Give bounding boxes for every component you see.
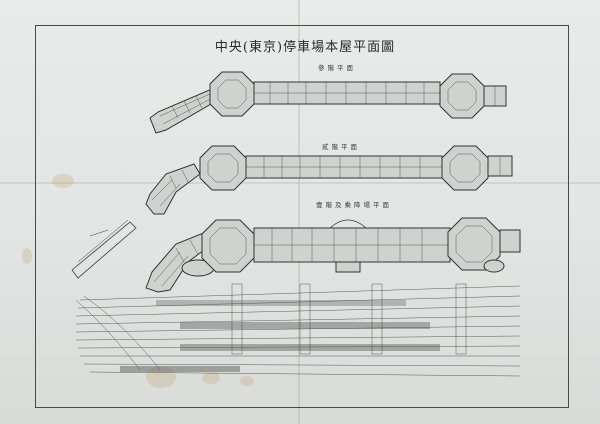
floor-label-second: 貳階平面: [322, 143, 360, 151]
paper-fold-vertical: [298, 0, 300, 424]
map-title: 中央(東京)停車場本屋平面圖: [214, 40, 396, 55]
paper-fold-horizontal: [0, 182, 600, 184]
first-floor-plan: [71, 217, 521, 377]
paper-stain: [240, 376, 254, 386]
paper-stain: [52, 174, 74, 188]
third-floor-plan: [149, 71, 507, 134]
map-frame: [35, 25, 569, 408]
paper-stain: [22, 248, 32, 264]
second-floor-plan: [145, 145, 513, 215]
paper-stain: [202, 372, 220, 384]
floor-label-first: 壹階及乘降場平面: [316, 201, 392, 209]
floor-label-third: 參階平面: [318, 64, 356, 72]
